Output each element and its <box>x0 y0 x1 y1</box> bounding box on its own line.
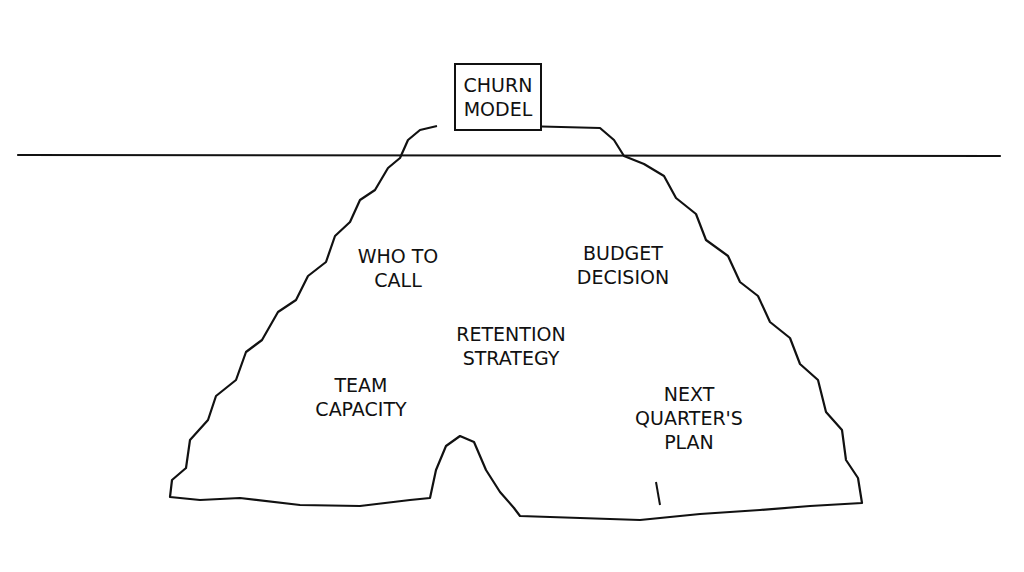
iceberg-label: BUDGET DECISION <box>558 241 688 289</box>
iceberg-crack <box>656 482 660 505</box>
model-box: CHURN MODEL <box>454 63 542 131</box>
iceberg-label: RETENTION STRATEGY <box>436 322 586 370</box>
iceberg-label: TEAM CAPACITY <box>301 373 421 421</box>
iceberg-outline <box>170 126 862 520</box>
iceberg-label: WHO TO CALL <box>342 244 454 292</box>
iceberg-label: NEXT QUARTER'S PLAN <box>624 382 754 454</box>
water-line <box>18 155 1000 156</box>
box-label: CHURN MODEL <box>462 73 534 121</box>
